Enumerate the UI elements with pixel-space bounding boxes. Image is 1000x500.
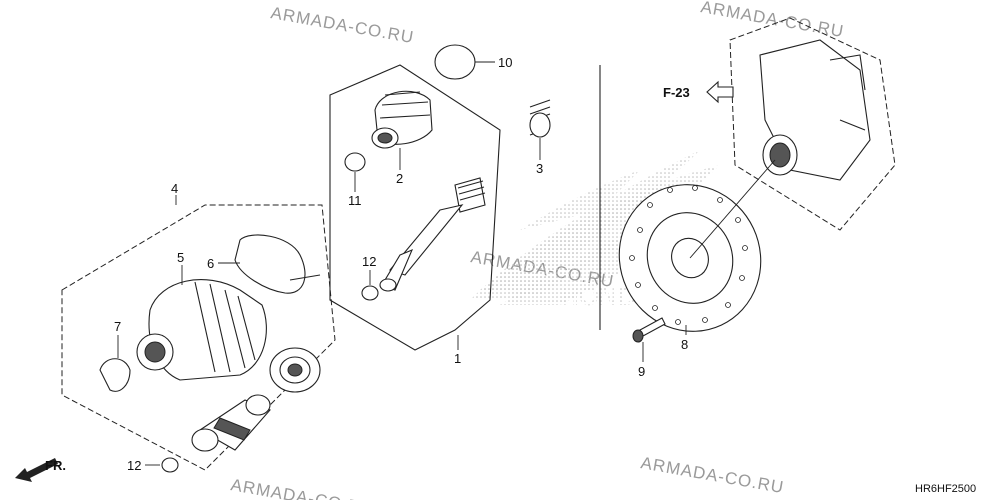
callout-4: 4 — [171, 181, 178, 196]
callout-6: 6 — [207, 256, 214, 271]
o-ring-10 — [434, 44, 476, 80]
callout-10: 10 — [498, 55, 512, 70]
callout-9: 9 — [638, 364, 645, 379]
snap-ring-11 — [344, 152, 366, 172]
ref-label-f23: F-23 — [663, 85, 690, 100]
front-label: FR. — [45, 458, 66, 473]
watermark-top: ARMADA-CO.RU — [269, 3, 415, 47]
snap-ring-12-upper — [361, 285, 379, 301]
callout-2: 2 — [396, 171, 403, 186]
callout-8: 8 — [681, 337, 688, 352]
outer-boot-5 — [136, 279, 267, 381]
group-outline-4 — [61, 204, 336, 471]
callout-3: 3 — [536, 161, 543, 176]
group-outline-1 — [329, 64, 501, 351]
leader-disc-hub — [689, 159, 776, 259]
boot-clip-7 — [99, 358, 131, 392]
watermark-bottom-right: ARMADA-CO.RU — [639, 453, 785, 497]
universal-joint — [191, 394, 271, 452]
boot-band-6 — [234, 234, 321, 294]
front-arrow-icon — [15, 458, 58, 482]
oil-seal — [269, 347, 321, 393]
snap-ring-12-lower — [161, 457, 179, 473]
bolt-9 — [632, 317, 666, 343]
watermark-bottom-left: ARMADA-CO.RU — [229, 475, 375, 500]
callout-5: 5 — [177, 250, 184, 265]
inner-boot-2 — [371, 90, 433, 149]
shaft-1 — [379, 177, 486, 292]
callout-12-upper: 12 — [362, 254, 376, 269]
callout-1: 1 — [454, 351, 461, 366]
leader-lines — [117, 61, 687, 466]
spring-3 — [529, 99, 551, 138]
ref-arrow-f23 — [706, 80, 734, 104]
diagram-code: HR6HF2500 — [915, 483, 976, 495]
callout-7: 7 — [114, 319, 121, 334]
wheel-hub — [759, 39, 871, 181]
watermark-top-right: ARMADA-CO.RU — [699, 0, 845, 41]
group-outline-hub — [729, 17, 896, 231]
callout-12-lower: 12 — [127, 458, 141, 473]
callout-11: 11 — [348, 193, 362, 208]
